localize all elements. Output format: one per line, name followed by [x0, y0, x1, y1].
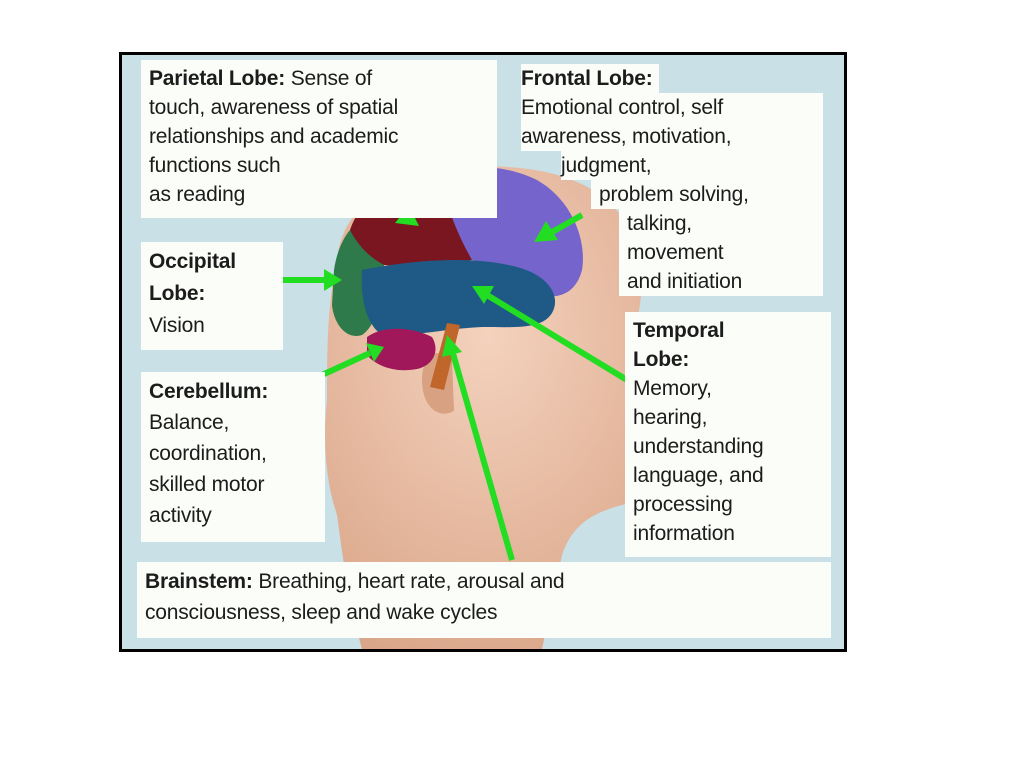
- parietal-line: as reading: [149, 183, 246, 206]
- frontal-line: judgment,: [521, 151, 823, 180]
- brainstem-shape: [430, 323, 460, 390]
- arrow-cerebellum-head: [366, 343, 384, 362]
- parietal-title: Parietal Lobe:: [149, 67, 286, 90]
- occipital-line: Vision: [149, 314, 205, 337]
- frontal-line: movement: [521, 238, 823, 267]
- cerebellum-line: Balance,: [149, 411, 230, 434]
- arrow-temporal-head: [472, 286, 494, 304]
- occipital-title-line: Lobe:: [149, 282, 206, 305]
- frontal-line: problem solving,: [521, 180, 823, 209]
- temporal-title-line: Lobe:: [633, 348, 690, 371]
- cerebellum-shape: [367, 328, 436, 371]
- temporal-lobe-shape: [361, 259, 556, 336]
- cerebellum-label: Cerebellum: Balance, coordination, skill…: [141, 372, 325, 542]
- parietal-lobe-label: Parietal Lobe: Sense of touch, awareness…: [141, 60, 497, 218]
- cerebellum-title: Cerebellum:: [149, 380, 269, 403]
- arrow-brainstem-head: [442, 335, 462, 357]
- brainstem-first-line: Brainstem: Breathing, heart rate, arousa…: [145, 566, 823, 597]
- parietal-first-rest: Sense of: [285, 67, 373, 90]
- temporal-line: processing: [633, 493, 733, 516]
- temporal-line: Memory,: [633, 377, 712, 400]
- cerebellum-line: coordination,: [149, 442, 267, 465]
- arrow-temporal: [485, 292, 629, 383]
- frontal-line: Emotional control, self: [521, 93, 823, 122]
- parietal-first-line: Parietal Lobe: Sense of: [149, 64, 489, 93]
- occipital-title-line: Occipital: [149, 250, 236, 273]
- temporal-title-line: Temporal: [633, 319, 725, 342]
- frontal-line: talking,: [521, 209, 823, 238]
- occipital-lobe-label: Occipital Lobe: Vision: [141, 242, 283, 350]
- frontal-line: and initiation: [521, 267, 823, 296]
- temporal-line: language, and: [633, 464, 764, 487]
- diagram-panel: Parietal Lobe: Sense of touch, awareness…: [122, 55, 844, 649]
- brainstem-label: Brainstem: Breathing, heart rate, arousa…: [137, 562, 831, 638]
- frontal-title: Frontal Lobe:: [521, 64, 659, 93]
- temporal-lobe-label: Temporal Lobe: Memory, hearing, understa…: [625, 312, 831, 557]
- brainstem-first-rest: Breathing, heart rate, arousal and: [252, 570, 565, 593]
- brainstem-line: consciousness, sleep and wake cycles: [145, 601, 498, 624]
- temporal-line: information: [633, 522, 735, 545]
- brainstem-title: Brainstem:: [145, 570, 253, 593]
- diagram-frame: Parietal Lobe: Sense of touch, awareness…: [119, 52, 847, 652]
- arrow-occipital-head: [324, 269, 342, 291]
- cerebellum-line: skilled motor: [149, 473, 265, 496]
- parietal-line: touch, awareness of spatial: [149, 96, 399, 119]
- parietal-line: relationships and academic: [149, 125, 399, 148]
- arrow-cerebellum: [320, 350, 372, 378]
- frontal-line: awareness, motivation,: [521, 122, 823, 151]
- temporal-line: understanding: [633, 435, 764, 458]
- frontal-lobe-label: Frontal Lobe: Emotional control, self aw…: [513, 60, 831, 305]
- parietal-line: functions such: [149, 154, 281, 177]
- temporal-line: hearing,: [633, 406, 708, 429]
- arrow-brainstem: [449, 349, 515, 561]
- cerebellum-line: activity: [149, 504, 212, 527]
